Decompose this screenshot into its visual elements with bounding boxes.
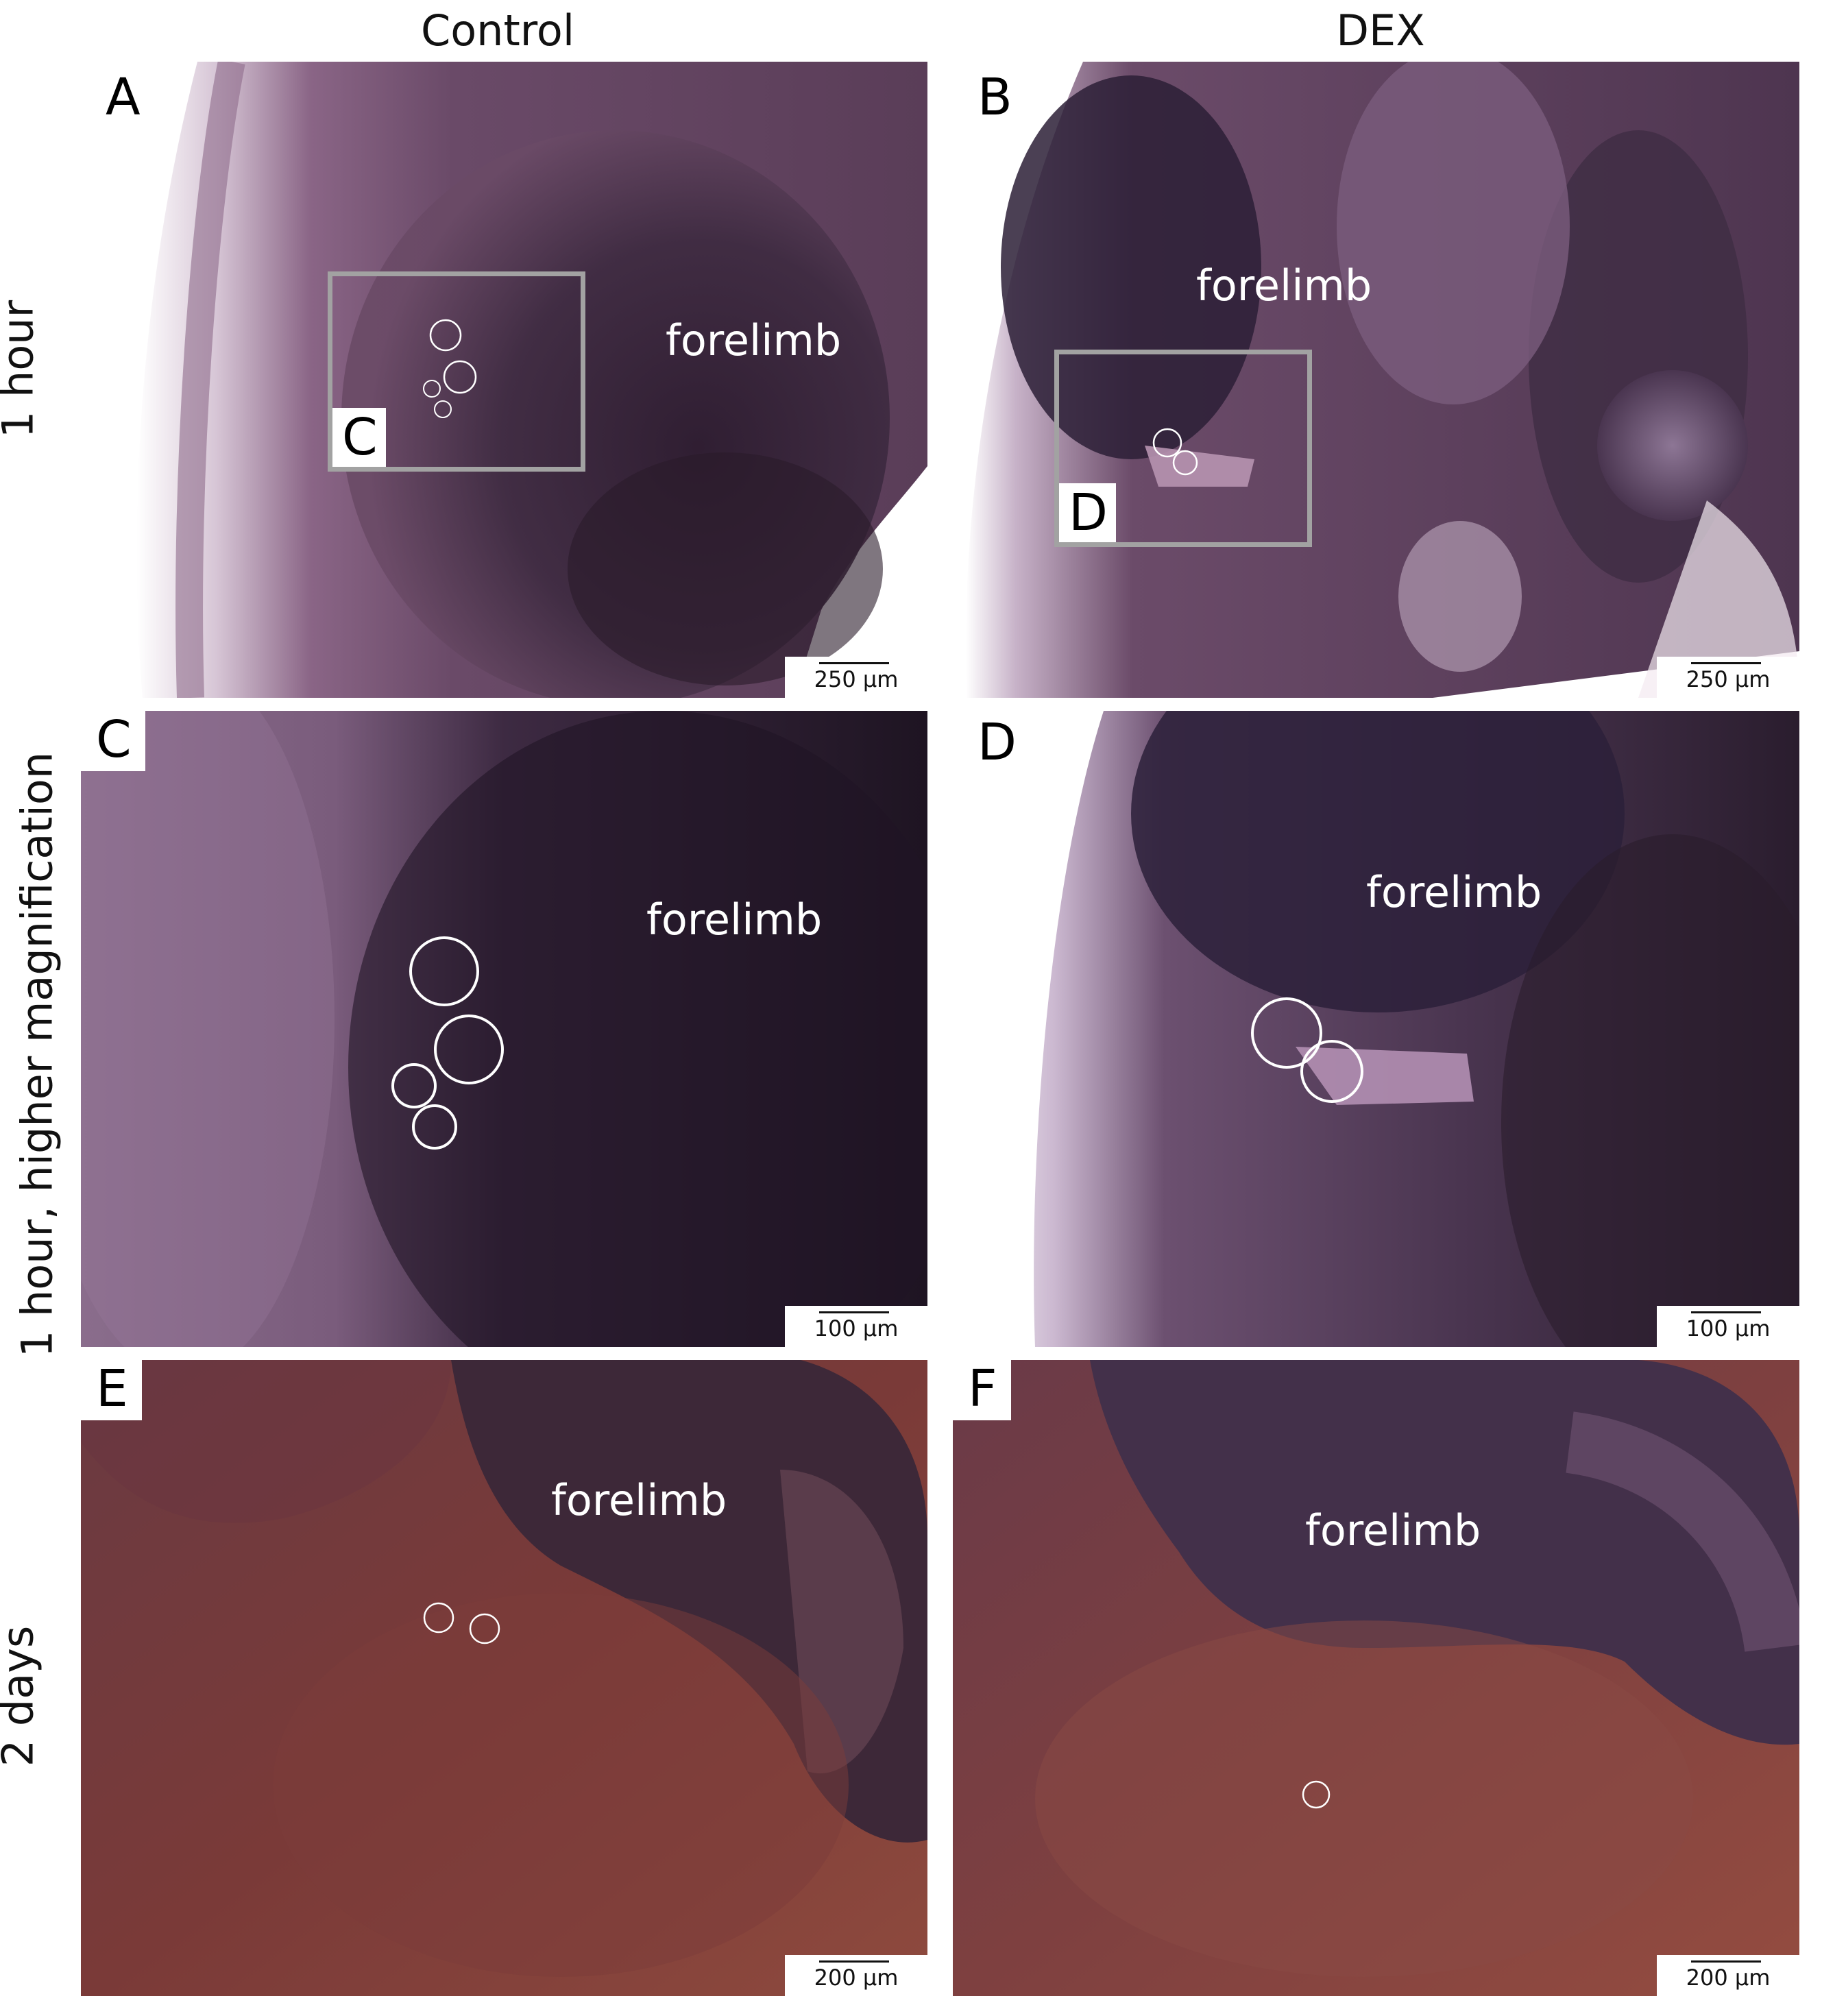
scale-label: 100 μm [814,1315,899,1341]
scale-bar: 250 μm [1657,657,1799,698]
panel-letter: E [81,1360,142,1420]
row-heading-1-hour: 1 hour [0,300,43,438]
column-heading-dex: DEX [1336,5,1425,56]
scale-label: 250 μm [1686,666,1771,692]
forelimb-label: forelimb [551,1475,727,1525]
scale-label: 100 μm [1686,1315,1771,1341]
inset-box-c: C [328,271,585,472]
marker-circle [443,360,477,394]
inset-label: D [1059,483,1116,542]
forelimb-label: forelimb [646,895,823,945]
marker-circle [469,1613,500,1644]
scale-bar: 100 μm [1657,1306,1799,1347]
forelimb-label: forelimb [666,315,842,365]
micrograph-c [81,711,927,1347]
column-heading-control: Control [420,5,575,56]
marker-circle [434,400,452,418]
panel-letter: F [953,1360,1011,1420]
panel-f: F forelimb 200 μm [953,1360,1799,1996]
marker-circle [429,319,462,352]
marker-circle [434,1015,504,1084]
marker-circle [391,1063,437,1108]
forelimb-label: forelimb [1196,260,1372,311]
panel-letter: A [106,68,141,127]
scale-bar: 200 μm [785,1955,927,1996]
micrograph-e [81,1360,927,1996]
marker-circle [409,936,479,1006]
scale-label: 200 μm [814,1965,899,1991]
panel-a: A C forelimb 250 μm [81,62,927,698]
inset-box-d: D [1054,350,1312,547]
marker-circle [423,1602,454,1634]
inset-label: C [332,408,386,467]
scale-label: 200 μm [1686,1965,1771,1991]
marker-circle [423,380,441,398]
scale-bar: 250 μm [785,657,927,698]
panel-e: E forelimb 200 μm [81,1360,927,1996]
marker-circle [1152,428,1182,458]
scale-bar: 100 μm [785,1306,927,1347]
marker-circle [1251,997,1322,1069]
panel-letter: C [81,711,145,771]
marker-circle [1300,1040,1363,1103]
panel-letter: B [977,68,1012,127]
forelimb-label: forelimb [1366,867,1542,917]
row-heading-2-days: 2 days [0,1625,43,1767]
panel-d: D forelimb 100 μm [953,711,1799,1347]
micrograph-f [953,1360,1799,1996]
micrograph-d [953,711,1799,1347]
marker-circle [1302,1780,1331,1809]
scale-bar: 200 μm [1657,1955,1799,1996]
panel-c: C forelimb 100 μm [81,711,927,1347]
forelimb-label: forelimb [1305,1505,1481,1555]
marker-circle [1172,450,1198,476]
row-heading-higher-magnification: 1 hour, higher magnification [12,751,62,1358]
micrograph-b [953,62,1799,698]
panel-letter: D [977,713,1017,772]
marker-circle [412,1104,457,1150]
panel-b: B forelimb D 250 μm [953,62,1799,698]
scale-label: 250 μm [814,666,899,692]
